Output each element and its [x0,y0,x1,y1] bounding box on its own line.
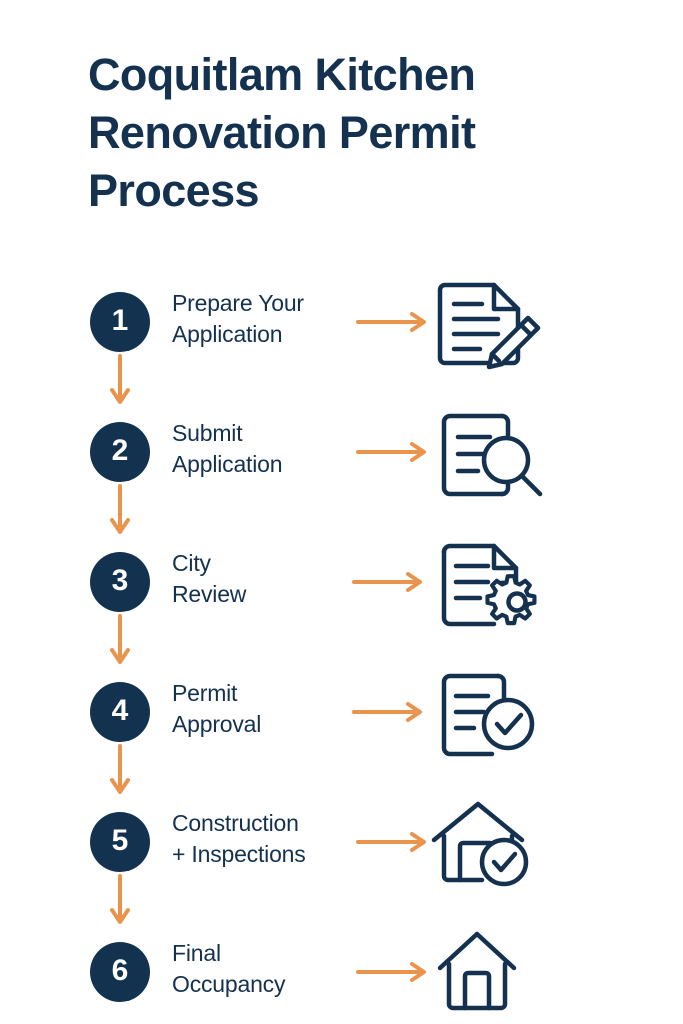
process-step-6: 6 Final Occupancy [0,926,683,1024]
process-step-4: 4 Permit Approval [0,666,683,796]
step-label-6: Final Occupancy [172,940,286,997]
arrow-down-icon-1 [104,354,136,410]
step-label-4: Permit Approval [172,680,262,737]
step-number-2: 2 [111,434,129,467]
step-label-3: City Review [172,550,247,607]
step-number-3: 3 [111,564,129,597]
step-number-badge-5: 5 [90,812,150,872]
arrow-down-icon-2 [104,484,136,540]
step-number-1: 1 [111,304,129,337]
document-pencil-icon [432,280,542,372]
step-label-5: Construction + Inspections [172,810,306,867]
step-label-2: Submit Application [172,420,283,477]
arrow-right-icon [356,310,432,334]
step-number-badge-2: 2 [90,422,150,482]
process-step-5: 5 Construction + Inspections [0,796,683,926]
step-number-badge-1: 1 [90,292,150,352]
document-gear-icon [436,540,546,632]
document-search-icon [436,410,546,502]
process-step-1: 1 Prepare Your Application [0,276,683,406]
arrow-down-icon-4 [104,744,136,800]
arrow-right-icon [352,570,428,594]
arrow-right-icon [356,440,432,464]
page-title: Coquitlam Kitchen Renovation Permit Proc… [88,49,476,216]
house-check-icon [426,800,541,892]
document-check-icon [436,670,546,762]
house-icon [432,926,542,1018]
step-number-4: 4 [111,694,129,727]
step-number-badge-3: 3 [90,552,150,612]
arrow-right-icon [352,700,428,724]
process-step-list: 1 Prepare Your Application [0,276,683,1024]
process-step-3: 3 City Review [0,536,683,666]
step-number-5: 5 [111,824,129,857]
arrow-down-icon-5 [104,874,136,930]
arrow-right-icon [356,960,432,984]
arrow-right-icon [356,830,432,854]
step-number-badge-6: 6 [90,942,150,1002]
step-number-6: 6 [111,954,129,987]
step-number-badge-4: 4 [90,682,150,742]
process-step-2: 2 Submit Application [0,406,683,536]
arrow-down-icon-3 [104,614,136,670]
step-label-1: Prepare Your Application [172,290,304,347]
